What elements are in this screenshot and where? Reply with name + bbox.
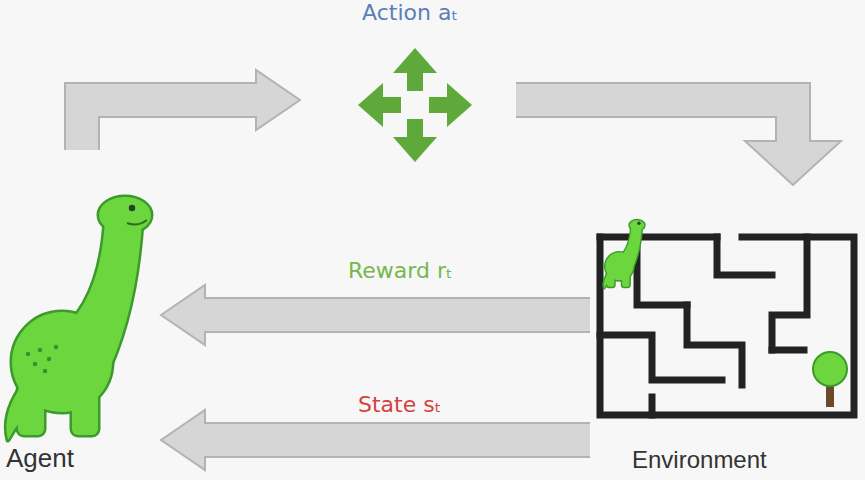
arrow-head [256,70,300,130]
arrow-outline [82,100,260,150]
flow-arrow [82,70,841,185]
flow-arrow [161,410,590,470]
node-label: Environment [632,446,767,474]
arrow-head [161,410,205,470]
action-icon [358,48,472,162]
maze-dinosaur [604,220,645,288]
agent-dinosaur [6,197,151,440]
maze [600,220,854,415]
arrow-shaft [516,100,793,145]
arrow-outline [201,422,590,458]
arrow-head [745,141,841,185]
agent-node: Agent [0,150,165,478]
arrow-head [161,285,205,345]
environment-node: Environment [592,185,860,478]
edge-label: Reward rₜ [344,258,456,283]
edge-label: Action aₜ [358,0,462,25]
arrow-shaft [201,299,590,331]
arrow-shaft [201,424,590,456]
tree [813,352,847,407]
arrow-outline [516,100,793,145]
node-label: Agent [6,443,74,474]
flow-arrow [161,285,590,345]
edge-label: State sₜ [354,392,445,417]
arrow-shaft [82,100,260,150]
arrow-outline [201,297,590,333]
